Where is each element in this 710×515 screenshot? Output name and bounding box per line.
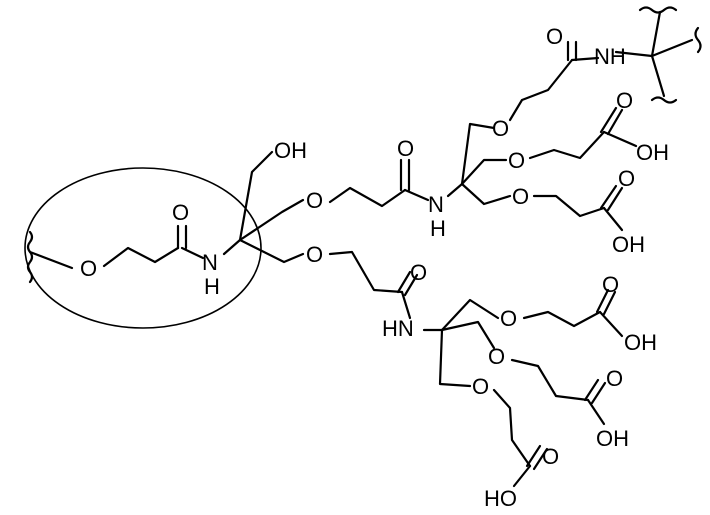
left-chain [28, 224, 242, 270]
atom-hn-lower: HN [382, 316, 414, 341]
upper-quaternary-carbon [460, 122, 512, 206]
atom-o-left-carbonyl: O [172, 200, 189, 225]
atom-o-lower-acid2-carbonyl: O [606, 366, 623, 391]
atom-o-lower-top: O [500, 306, 517, 331]
upper-acid-chain-2 [532, 184, 624, 232]
atom-o-upper-carbonyl: O [397, 136, 414, 161]
atom-o-upper-low: O [512, 184, 529, 209]
atom-o-upper-acid1-carbonyl: O [616, 88, 633, 113]
atom-o-upper-acid2-carbonyl: O [618, 166, 635, 191]
atom-o-lower-branch: O [306, 242, 323, 267]
atom-o-upper-branch: O [306, 188, 323, 213]
wavy-attachment-top-2 [694, 26, 702, 54]
atom-nh-upper: N [428, 192, 444, 217]
atom-nh-left: N [202, 250, 218, 275]
atom-oh-upper-acid1: OH [636, 140, 669, 165]
atom-oh-lower-acid1: OH [624, 330, 657, 355]
lower-acid-chain-3 [492, 388, 549, 488]
atom-nh-left-h: H [204, 274, 220, 299]
atom-oh-lower-acid2: OH [596, 426, 629, 451]
wavy-attachment-left [26, 230, 34, 284]
atom-o-lower-acid1-carbonyl: O [602, 272, 619, 297]
atom-o-upper-top: O [492, 116, 509, 141]
lower-quaternary-carbon [438, 298, 500, 388]
atom-o-lower-carbonyl: O [410, 260, 427, 285]
atom-oh-top: OH [274, 138, 307, 163]
atom-o-lower-acid3-carbonyl: O [542, 444, 559, 469]
atom-o-top-carbonyl: O [546, 24, 563, 49]
wavy-attachment-top-1 [638, 6, 678, 14]
atom-o-lower-mid: O [488, 344, 505, 369]
atom-o-left-ether: O [80, 256, 97, 281]
atom-o-lower-low: O [472, 374, 489, 399]
highlight-ellipse [24, 167, 262, 329]
atom-nh-upper-h: H [430, 216, 446, 241]
atom-oh-upper-acid2: OH [612, 232, 645, 257]
wavy-attachment-top-3 [650, 96, 678, 104]
atom-o-upper-mid: O [508, 148, 525, 173]
upper-branch-chain [328, 158, 464, 208]
upper-top-chain [508, 10, 694, 122]
lower-branch-chain [328, 250, 444, 332]
lower-acid-chain-1 [522, 288, 624, 338]
upper-acid-chain-1 [528, 106, 638, 160]
atom-nh-top: NH [594, 44, 626, 69]
atom-ho-lower-acid3: HO [484, 486, 517, 511]
lower-acid-chain-2 [510, 358, 607, 426]
central-carbon [238, 150, 305, 264]
